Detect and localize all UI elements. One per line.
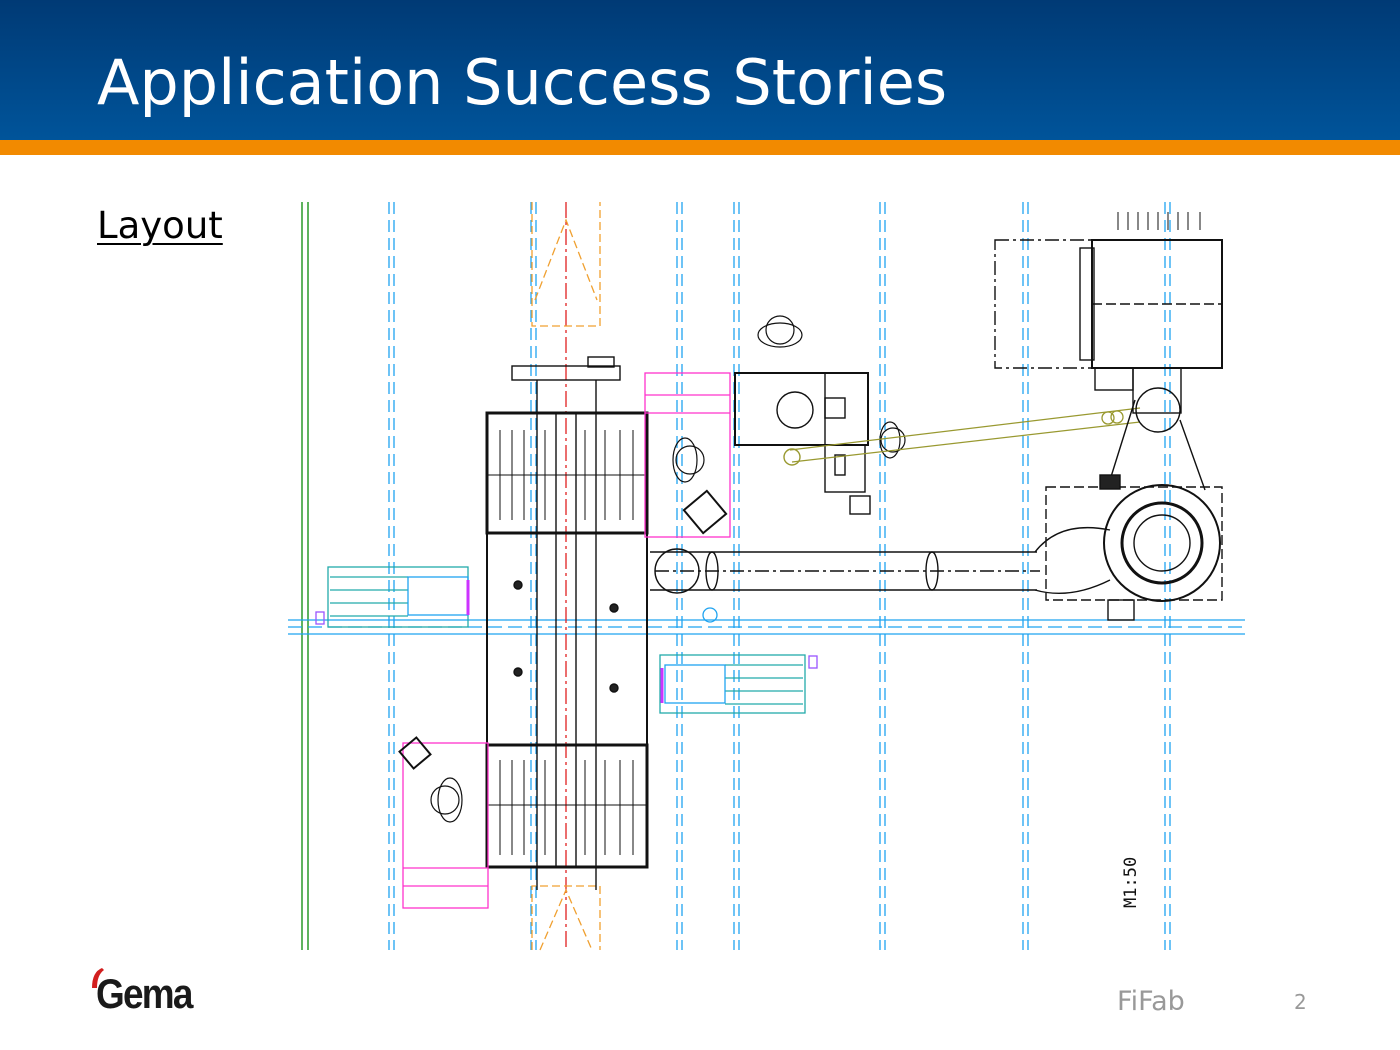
orange-cones xyxy=(531,202,601,951)
scale-label: M1:50 xyxy=(1121,857,1141,908)
machine-unit xyxy=(734,372,871,515)
conveyor-lines xyxy=(288,607,1245,635)
page-number: 2 xyxy=(1294,990,1307,1014)
olive-pipe xyxy=(789,407,1141,463)
page-title: Application Success Stories xyxy=(97,46,948,119)
recovery-duct xyxy=(650,548,1040,594)
logo-text: Gema xyxy=(96,970,193,1017)
header-banner xyxy=(0,0,1400,140)
logo-swoosh-icon xyxy=(92,968,104,988)
cyclone xyxy=(1034,387,1223,621)
operators xyxy=(398,315,906,823)
green-wall-lines xyxy=(301,202,309,950)
operator-platforms xyxy=(402,372,731,909)
grid-axes xyxy=(388,202,1171,950)
header-accent-stripe xyxy=(0,140,1400,155)
footer-label: FiFab xyxy=(1117,986,1185,1017)
filter-unit xyxy=(994,212,1223,414)
booth xyxy=(485,356,649,890)
powder-centers xyxy=(315,566,818,714)
section-title: Layout xyxy=(97,204,223,247)
